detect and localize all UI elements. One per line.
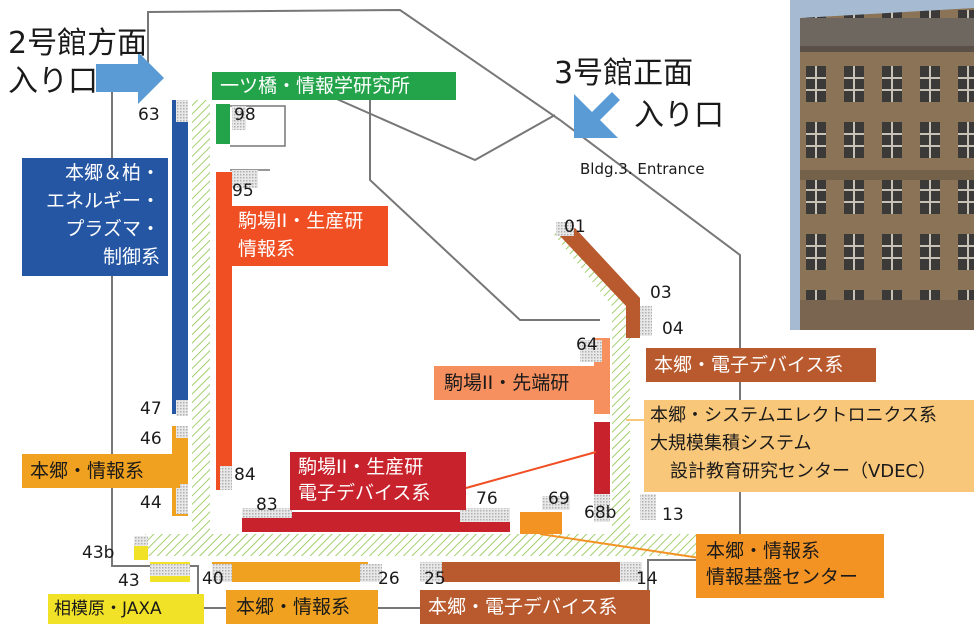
arrow-right-icon	[96, 52, 164, 104]
strip-denshi-right	[594, 422, 610, 494]
top-room	[230, 105, 286, 147]
booth-84: 84	[234, 465, 256, 485]
strip-hongo-denshi-diag	[560, 228, 640, 338]
label-hongo-kashiwa-energy: 本郷＆柏・ エネルギー・ プラズマ・ 制御系	[22, 158, 168, 276]
corridors	[145, 100, 735, 556]
strip-denshi-bottom	[420, 562, 642, 582]
booth-13: 13	[662, 505, 684, 525]
kiban-line2: 情報基盤センター	[706, 566, 859, 588]
energy-line2: エネルギー・	[45, 190, 160, 212]
booth-46: 46	[140, 429, 162, 449]
seisan-joho-line1: 駒場II・生産研	[238, 210, 364, 232]
booth-64: 64	[576, 335, 598, 355]
booth-03: 03	[650, 283, 672, 303]
system-line1: 本郷・システムエレクトロニクス系	[650, 405, 937, 426]
strip-joho-bottom	[212, 562, 368, 582]
energy-line3: プラズマ・	[65, 218, 160, 240]
label-komaba-sentan: 駒場II・先端研	[434, 366, 594, 400]
entrance-bldg2-line1: 2号館方面	[8, 26, 148, 61]
booth-26: 26	[378, 569, 400, 589]
booth-25: 25	[424, 569, 446, 589]
building-photo	[790, 0, 974, 330]
energy-line1: 本郷＆柏・	[64, 162, 160, 184]
booth-63: 63	[138, 105, 160, 125]
strip-hitotsubashi	[216, 104, 230, 144]
kiban-line1: 本郷・情報系	[706, 540, 821, 562]
seisan-joho-line2: 情報系	[238, 238, 296, 260]
label-hongo-system: 本郷・システムエレクトロニクス系 大規模集積システム 設計教育研究センター（VD…	[644, 400, 974, 492]
label-hongo-joho-bottom: 本郷・情報系	[226, 590, 378, 624]
energy-line4: 制御系	[102, 246, 160, 268]
strip-seisan-denshi	[242, 512, 510, 532]
booth-44: 44	[140, 493, 162, 513]
label-sagamihara-jaxa: 相模原・JAXA	[48, 594, 204, 624]
seisan-denshi-line2: 電子デバイス系	[298, 482, 431, 504]
entrance-bldg3-line1: 3号館正面	[554, 56, 694, 91]
entrance-bldg2-line2: 入り口	[8, 64, 98, 99]
booth-68b: 68b	[584, 503, 617, 523]
booth-83: 83	[256, 495, 278, 515]
strip-joho-kiban	[520, 512, 562, 534]
inner-wall-2	[329, 95, 556, 162]
booth-43: 43	[118, 571, 140, 591]
entrance-bldg3-line2: 入り口	[634, 98, 724, 133]
label-komaba-seisan-denshi: 駒場II・生産研 電子デバイス系	[290, 452, 466, 510]
seisan-denshi-line1: 駒場II・生産研	[298, 456, 424, 478]
label-hongo-denshi-right: 本郷・電子デバイス系	[646, 348, 876, 382]
booth-43b: 43b	[82, 543, 115, 563]
strip-seisan-joho	[216, 172, 232, 490]
system-line3: 設計教育研究センター（VDEC）	[670, 461, 937, 482]
booth-01: 01	[564, 217, 586, 237]
booth-markers	[134, 100, 656, 582]
entrance-bldg3-en: Bldg.3. Entrance	[580, 160, 705, 178]
booth-47: 47	[140, 399, 162, 419]
label-hitotsubashi: 一ツ橋・情報学研究所	[212, 72, 456, 100]
booth-14: 14	[636, 569, 658, 589]
booth-76: 76	[476, 489, 498, 509]
inner-wall	[369, 96, 600, 321]
label-hongo-joho-left: 本郷・情報系	[22, 454, 180, 488]
label-hongo-denshi-bottom: 本郷・電子デバイス系	[420, 590, 650, 624]
label-hongo-joho-kiban: 本郷・情報系 情報基盤センター	[696, 534, 884, 598]
arrow-down-left-icon	[574, 92, 620, 138]
strip-energy	[172, 100, 188, 414]
label-komaba-seisan-joho: 駒場II・生産研 情報系	[232, 206, 388, 266]
booth-69: 69	[548, 489, 570, 509]
booth-98: 98	[234, 105, 256, 125]
booth-04: 04	[662, 319, 684, 339]
booth-95: 95	[232, 181, 254, 201]
connector-denshi	[465, 451, 597, 489]
booth-40: 40	[202, 569, 224, 589]
connector-kiban	[539, 533, 701, 559]
system-line2: 大規模集積システム	[650, 433, 812, 454]
